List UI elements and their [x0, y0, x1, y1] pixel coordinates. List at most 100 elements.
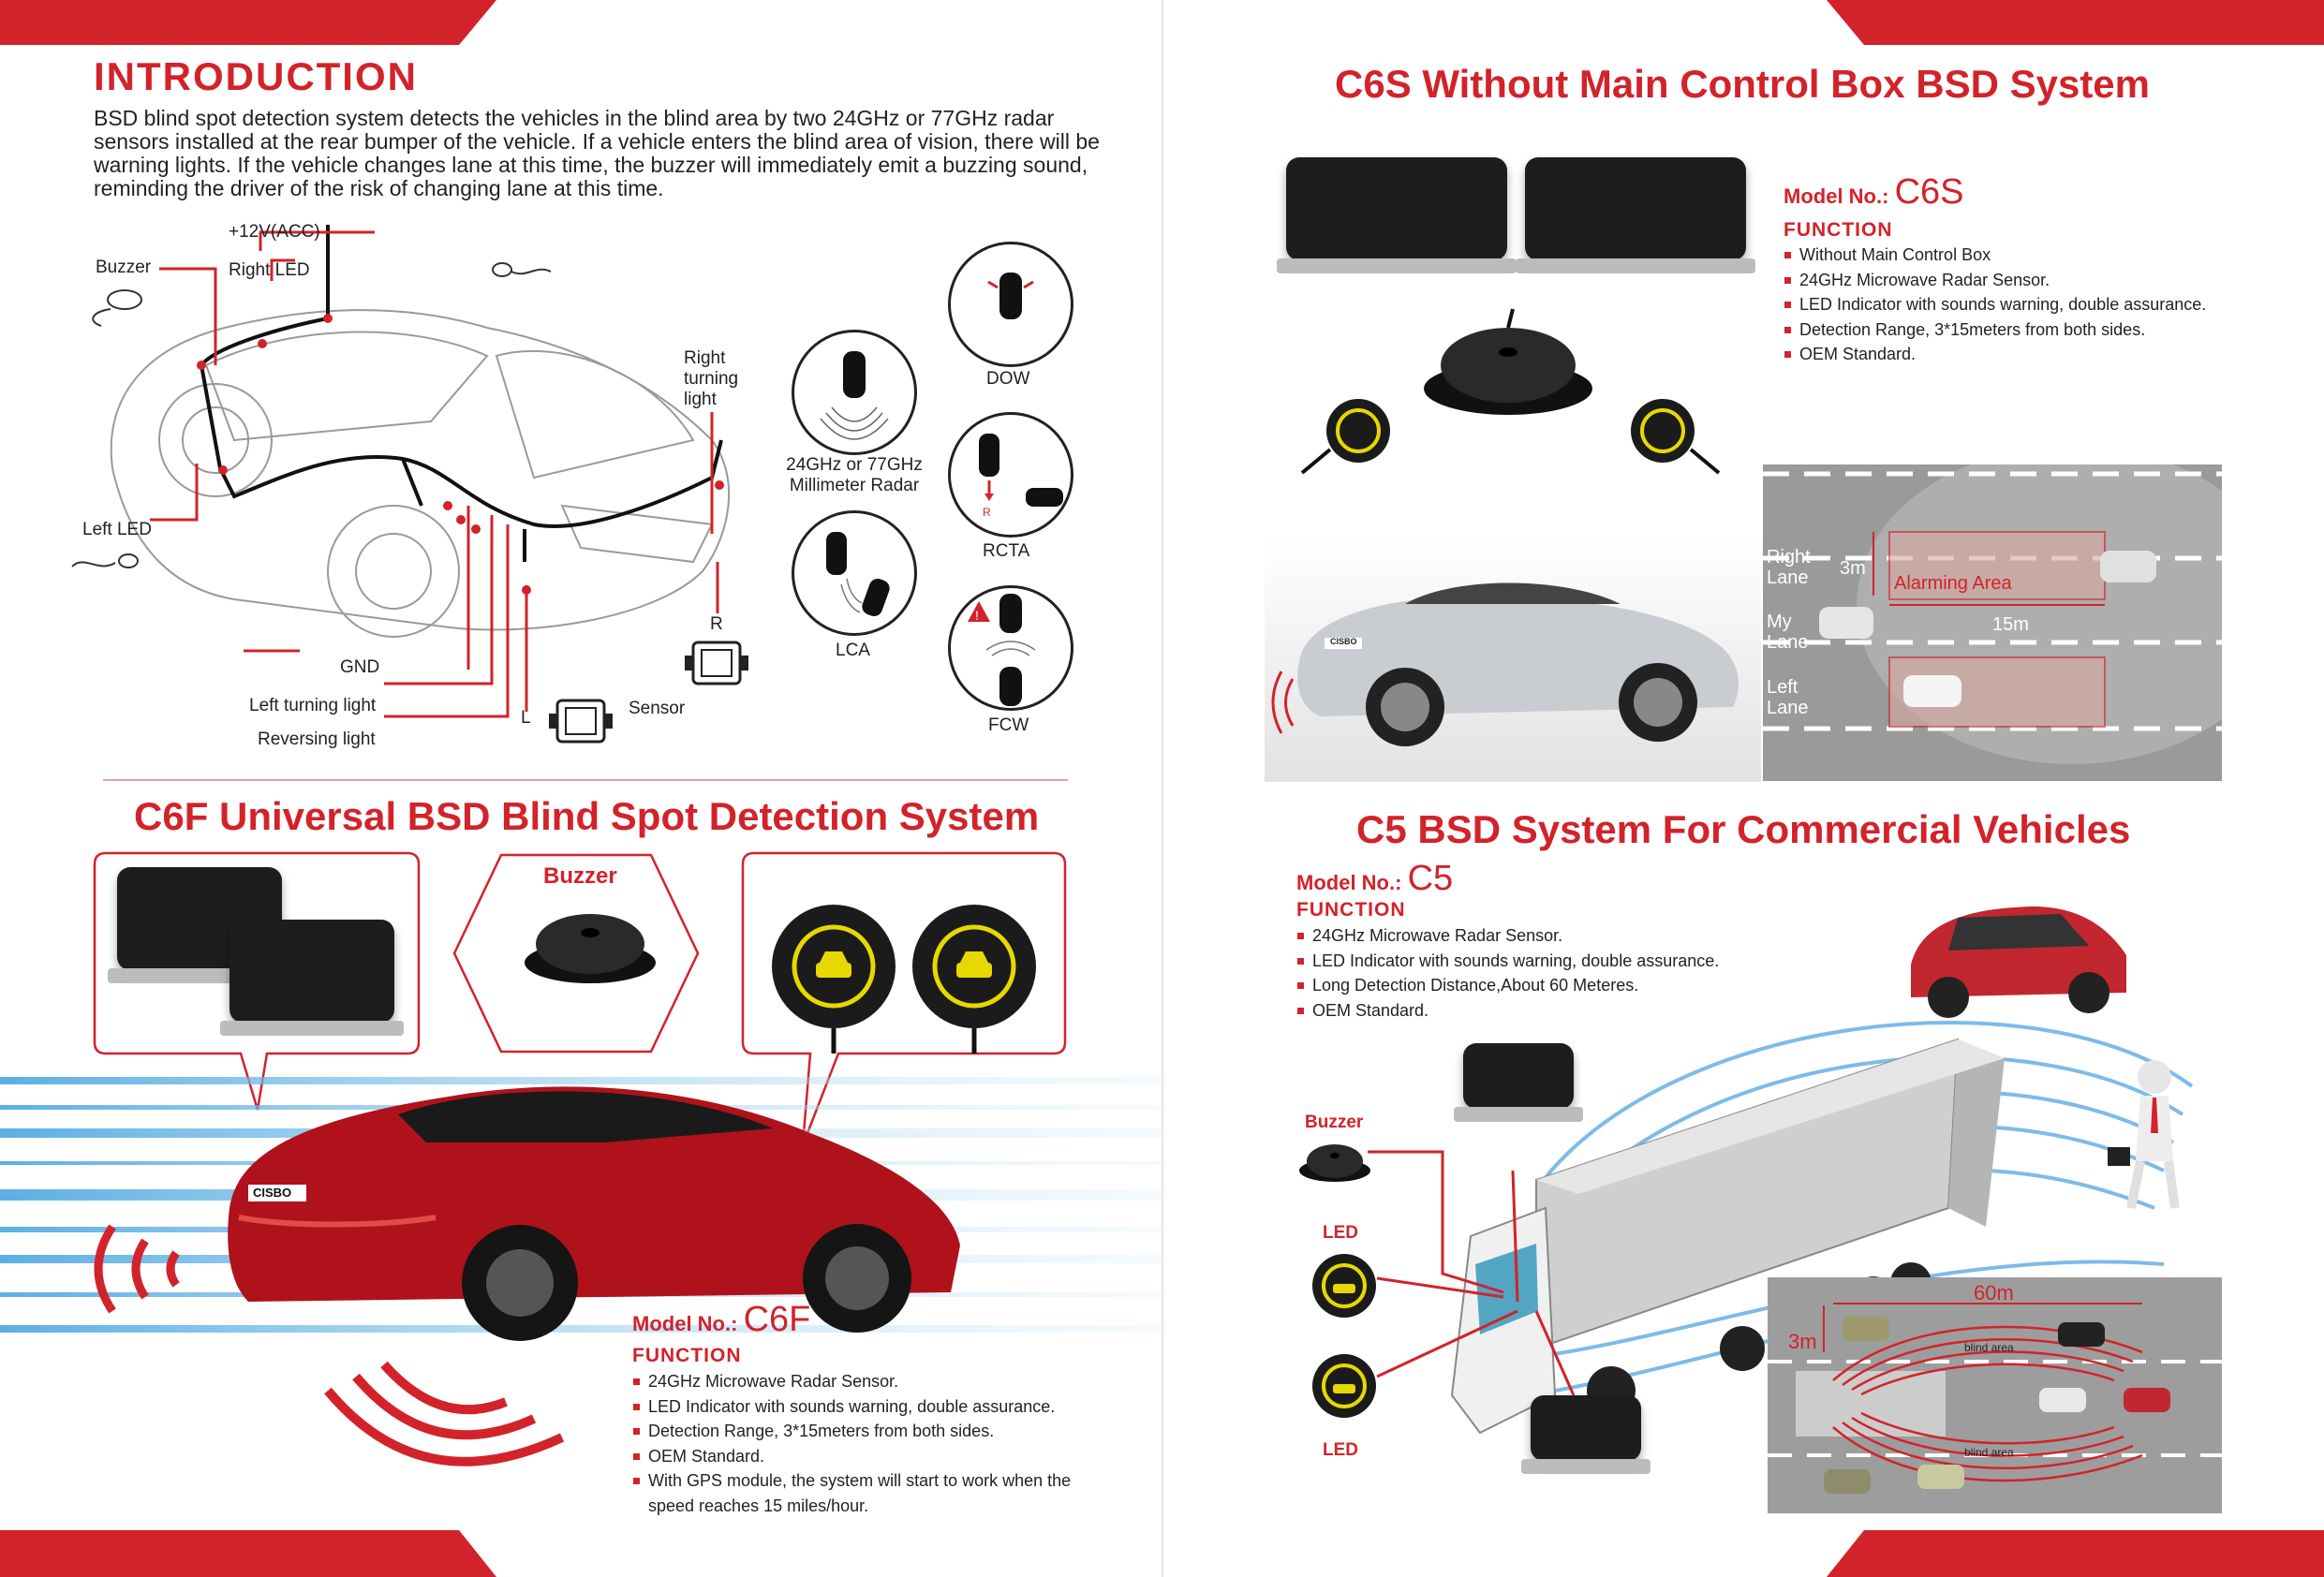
- section-divider: [103, 779, 1068, 781]
- c6s-radar-box-1: [1277, 157, 1517, 273]
- c5-function-label: FUNCTION: [1296, 899, 1406, 921]
- leader-lines: [150, 230, 719, 718]
- label-rcta-r: R: [983, 506, 991, 519]
- label-dow: DOW: [986, 369, 1030, 389]
- label-buzzer: Buzzer: [96, 258, 152, 277]
- c6f-model-number: C6F: [743, 1300, 811, 1339]
- c5-truck-scene: [1450, 906, 2194, 1435]
- c5-blind-area-diagram: 60m 3m blind area blind area: [1768, 1277, 2222, 1513]
- svg-text:!: !: [975, 608, 979, 623]
- list-item: Long Detection Distance,About 60 Meteres…: [1297, 973, 1784, 998]
- c6s-function-label: FUNCTION: [1784, 219, 1893, 241]
- sensor-icon-l: [549, 699, 613, 744]
- c6s-feature-list: Without Main Control Box 24GHz Microwave…: [1784, 243, 2272, 367]
- c5-led-icon-bottom: [1312, 1354, 1376, 1418]
- c6s-model-label: Model No.:: [1784, 184, 1889, 208]
- c6f-function-label: FUNCTION: [632, 1345, 742, 1366]
- c6f-car-badge: CISBO: [253, 1186, 292, 1200]
- c6f-bottom-waves: [324, 1361, 565, 1466]
- label-lca: LCA: [836, 641, 870, 660]
- label-gnd: GND: [340, 657, 380, 677]
- lane-length-label: 15m: [1992, 614, 2029, 635]
- c5-led-label-bottom: LED: [1323, 1440, 1358, 1460]
- list-item: Detection Range, 3*15meters from both si…: [1784, 317, 2272, 343]
- c5-radar-box-bottom: [1521, 1395, 1650, 1474]
- rcta-diagram: [948, 412, 1073, 538]
- led-icon-right: [492, 262, 552, 277]
- list-item: OEM Standard.: [633, 1444, 1083, 1469]
- list-item: OEM Standard.: [1297, 998, 1784, 1024]
- car-wiring-diagram: [110, 225, 731, 638]
- lane-right: Right Lane: [1767, 547, 1811, 588]
- sensor-icon-r: [685, 641, 748, 685]
- label-radar: 24GHz or 77GHz Millimeter Radar: [786, 455, 923, 495]
- c6f-buzzer-icon: [525, 914, 656, 983]
- c5-model: Model No.: C5: [1296, 859, 1453, 899]
- list-item: With GPS module, the system will start t…: [633, 1468, 1083, 1518]
- c6s-accessories: [1300, 308, 1721, 475]
- c6s-car-badge: CISBO: [1330, 637, 1357, 646]
- c6f-led-icons: [772, 905, 1036, 1054]
- c5-blind-area-bottom: blind area: [1964, 1446, 2014, 1459]
- c5-model-label: Model No.:: [1296, 871, 1402, 894]
- list-item: LED Indicator with sounds warning, doubl…: [1297, 949, 1784, 974]
- list-item: OEM Standard.: [1784, 342, 2272, 367]
- label-right-turning: Right turning light: [684, 348, 739, 409]
- intro-body: BSD blind spot detection system detects …: [94, 106, 1100, 200]
- lane-left: Left Lane: [1767, 677, 1809, 718]
- c5-dist-width: 3m: [1788, 1330, 1817, 1353]
- list-item: LED Indicator with sounds warning, doubl…: [633, 1394, 1083, 1420]
- lane-my: My Lane: [1767, 612, 1809, 653]
- c6f-model: Model No.: C6F: [632, 1300, 810, 1340]
- c5-leader-lines: [1368, 1150, 1576, 1396]
- list-item: Without Main Control Box: [1784, 243, 2272, 268]
- label-left-turning: Left turning light: [249, 696, 377, 715]
- c6s-car-photo: [1265, 538, 1761, 782]
- c5-model-number: C5: [1407, 859, 1454, 898]
- fcw-diagram: !: [948, 585, 1073, 711]
- list-item: 24GHz Microwave Radar Sensor.: [1297, 923, 1784, 949]
- c6s-title: C6S Without Main Control Box BSD System: [1335, 62, 2151, 106]
- label-right-led: Right LED: [229, 260, 310, 280]
- c5-led-icon-top: [1312, 1254, 1376, 1318]
- c5-buzzer-label: Buzzer: [1305, 1113, 1364, 1132]
- label-fcw: FCW: [988, 715, 1029, 735]
- c5-buzzer-icon: [1299, 1144, 1370, 1182]
- list-item: 24GHz Microwave Radar Sensor.: [633, 1369, 1083, 1394]
- c5-led-label-top: LED: [1323, 1223, 1358, 1243]
- c6f-feature-list: 24GHz Microwave Radar Sensor. LED Indica…: [633, 1369, 1083, 1518]
- label-r: R: [710, 614, 723, 634]
- alarm-area-label: Alarming Area: [1894, 573, 2012, 594]
- label-rcta: RCTA: [983, 541, 1030, 561]
- lane-width-label: 3m: [1840, 558, 1866, 579]
- list-item: 24GHz Microwave Radar Sensor.: [1784, 268, 2272, 293]
- led-icon-left: [71, 553, 139, 568]
- label-acc: +12V(ACC): [229, 222, 320, 242]
- radar-diagram: [792, 330, 917, 455]
- dow-diagram: [948, 242, 1073, 367]
- c5-title: C5 BSD System For Commercial Vehicles: [1356, 807, 2131, 851]
- c5-blind-area-top: blind area: [1964, 1341, 2014, 1354]
- c6s-lane-diagram: Right Lane My Lane Left Lane Alarming Ar…: [1763, 464, 2222, 781]
- lca-diagram: [792, 510, 917, 636]
- c5-feature-list: 24GHz Microwave Radar Sensor. LED Indica…: [1297, 923, 1784, 1023]
- label-l: L: [521, 708, 531, 728]
- list-item: LED Indicator with sounds warning, doubl…: [1784, 292, 2272, 317]
- c6s-model: Model No.: C6S: [1784, 172, 1963, 213]
- buzzer-icon: [92, 289, 142, 327]
- c6f-rear-waves: [94, 1224, 180, 1314]
- intro-title: INTRODUCTION: [94, 54, 418, 98]
- list-item: Detection Range, 3*15meters from both si…: [633, 1419, 1083, 1444]
- label-reversing: Reversing light: [258, 730, 376, 749]
- c6s-model-number: C6S: [1894, 172, 1964, 212]
- c6f-red-car: [228, 1086, 960, 1341]
- c6f-radar-box-2: [220, 920, 404, 1036]
- c5-radar-box-top: [1454, 1043, 1583, 1122]
- c6f-model-label: Model No.:: [632, 1312, 738, 1335]
- c6f-buzzer-label: Buzzer: [543, 863, 617, 889]
- c5-dist-length: 60m: [1974, 1281, 2014, 1304]
- label-sensor: Sensor: [629, 699, 686, 718]
- label-left-led: Left LED: [82, 520, 152, 539]
- page-spine: [1162, 0, 1163, 1577]
